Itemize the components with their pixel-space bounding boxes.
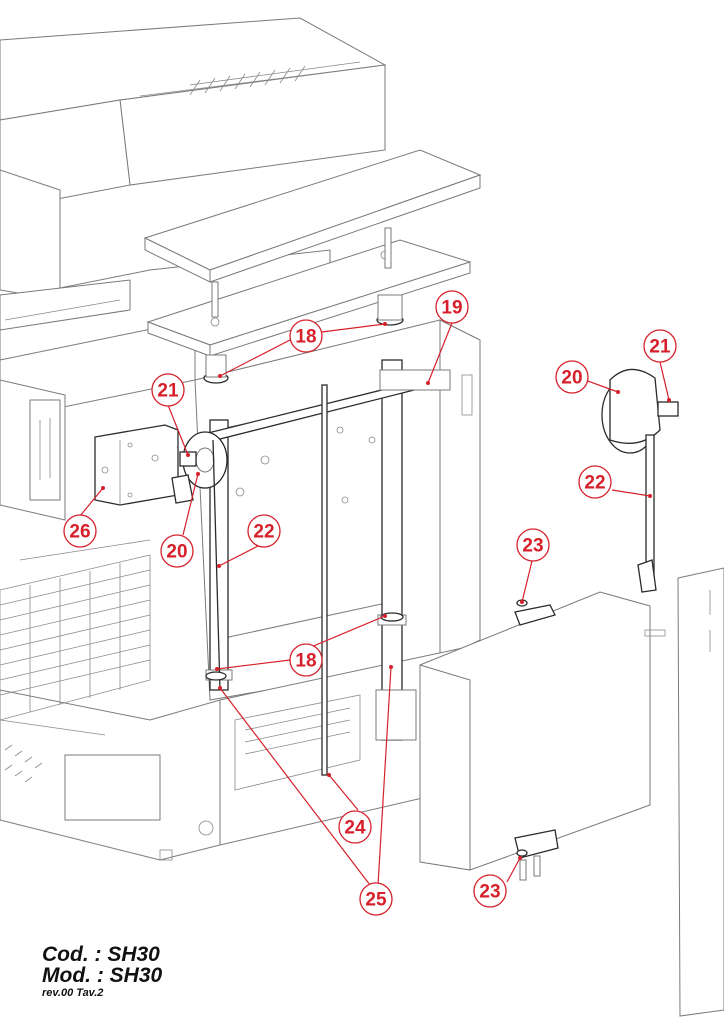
main-frame <box>194 319 481 701</box>
vent-holes-lower <box>4 744 43 783</box>
title-block: Cod. : SH30 Mod. : SH30 rev.00 Tav.2 <box>42 944 162 1000</box>
callout-20-right: 20 <box>555 360 589 394</box>
right-mast <box>375 359 417 741</box>
callout-24: 24 <box>338 810 372 844</box>
revision-label: rev.00 Tav.2 <box>42 987 104 999</box>
callout-23-bottom-label: 23 <box>479 882 500 903</box>
leader-dots <box>101 322 671 860</box>
callout-21-left: 21 <box>151 373 185 407</box>
callout-19-label: 19 <box>441 298 462 319</box>
side-bracket <box>94 424 179 506</box>
model-label: Mod. : SH30 <box>42 964 163 987</box>
callout-23-bottom: 23 <box>473 874 507 908</box>
callout-20-left-label: 20 <box>166 542 187 563</box>
vent-slots-top <box>189 65 306 96</box>
top-plate <box>143 149 482 283</box>
callout-21-right: 21 <box>643 329 677 363</box>
callout-25: 25 <box>359 882 393 916</box>
callout-24-label: 24 <box>344 818 366 839</box>
callout-20-right-label: 20 <box>561 368 582 389</box>
code-label: Cod. : SH30 <box>42 943 160 966</box>
callout-22-left-label: 22 <box>253 522 274 543</box>
callout-21-left-label: 21 <box>157 381 179 402</box>
callout-23-top: 23 <box>516 528 550 562</box>
callout-18-top: 18 <box>289 319 323 353</box>
callout-18-bottom: 18 <box>289 643 323 677</box>
oven-left-body <box>0 169 331 521</box>
wire-rack <box>0 539 151 736</box>
oven-top-hood <box>0 17 387 211</box>
pulley-right <box>601 368 679 593</box>
callout-23-top-label: 23 <box>522 536 543 557</box>
callout-22-right: 22 <box>578 465 612 499</box>
cross-bar <box>198 369 451 443</box>
callout-18-top-label: 18 <box>295 327 316 348</box>
hinge-top <box>514 599 556 626</box>
callout-25-label: 25 <box>365 890 387 911</box>
collar-left-top <box>203 354 229 384</box>
callout-22-right-label: 22 <box>584 473 605 494</box>
callout-26: 26 <box>63 514 97 548</box>
callout-26-label: 26 <box>69 522 90 543</box>
callout-21-right-label: 21 <box>649 337 671 358</box>
hinge-bottom <box>514 829 559 881</box>
plate-bolts <box>211 227 392 318</box>
pulley-left <box>171 431 228 691</box>
collar-left-bottom <box>205 671 227 681</box>
leader-lines <box>79 322 670 886</box>
callout-20-left: 20 <box>160 534 194 568</box>
callout-22-left: 22 <box>247 514 281 548</box>
collar-right-top <box>376 294 404 326</box>
rod <box>321 384 328 776</box>
door-panel <box>419 567 724 1017</box>
callout-18-bottom-label: 18 <box>295 651 316 672</box>
callout-19: 19 <box>435 290 469 324</box>
